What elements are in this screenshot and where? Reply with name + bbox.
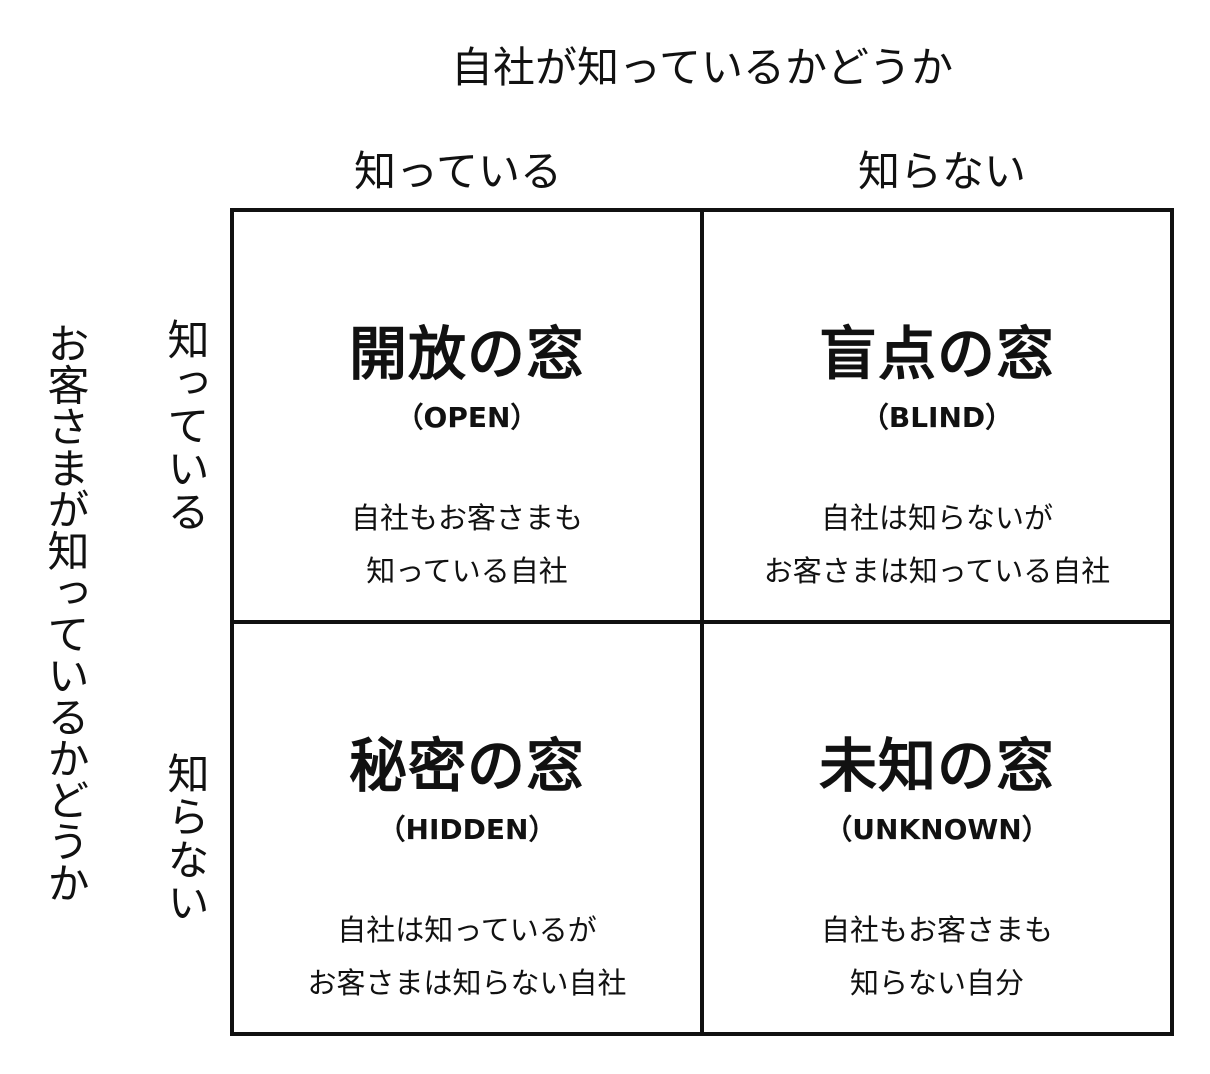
- quadrant-hidden: 秘密の窓 （HIDDEN） 自社は知っているが お客さまは知らない自社: [234, 622, 702, 1032]
- description-line: 知らない自分: [849, 966, 1024, 1000]
- column-header-knows: 知っている: [354, 147, 562, 196]
- quadrant-blind: 盲点の窓 （BLIND） 自社は知らないが お客さまは知っている自社: [702, 212, 1170, 622]
- quadrant-title: 開放の窓: [348, 320, 585, 388]
- quadrant-title: 盲点の窓: [818, 320, 1055, 388]
- quadrant-subtitle: （UNKNOWN）: [824, 813, 1050, 846]
- quadrant-title: 未知の窓: [818, 732, 1055, 800]
- quadrant-description: 自社もお客さまも 知っている自社: [234, 492, 700, 598]
- quadrant-description: 自社もお客さまも 知らない自分: [704, 904, 1170, 1010]
- description-line: 知っている自社: [366, 554, 568, 588]
- description-line: お客さまは知らない自社: [307, 966, 627, 1000]
- quadrant-description: 自社は知っているが お客さまは知らない自社: [234, 904, 700, 1010]
- description-line: 自社は知らないが: [820, 501, 1053, 535]
- description-line: 自社は知っているが: [337, 913, 597, 947]
- top-axis-title: 自社が知っているかどうか: [451, 43, 953, 92]
- quadrant-subtitle: （BLIND）: [860, 401, 1014, 434]
- quadrant-description: 自社は知らないが お客さまは知っている自社: [704, 492, 1170, 598]
- johari-window-grid: 開放の窓 （OPEN） 自社もお客さまも 知っている自社 盲点の窓 （BLIND…: [230, 208, 1174, 1036]
- description-line: お客さまは知っている自社: [763, 554, 1111, 588]
- column-header-does-not-know: 知らない: [857, 147, 1026, 196]
- quadrant-open: 開放の窓 （OPEN） 自社もお客さまも 知っている自社: [234, 212, 702, 622]
- description-line: 自社もお客さまも: [350, 501, 583, 535]
- quadrant-subtitle: （HIDDEN）: [377, 813, 557, 846]
- quadrant-subtitle: （OPEN）: [395, 401, 539, 434]
- row-header-does-not-know: 知らない: [161, 752, 210, 924]
- row-header-knows: 知っている: [161, 318, 210, 533]
- left-axis-title: お客さまが知っているかどうか: [41, 322, 90, 903]
- description-line: 自社もお客さまも: [820, 913, 1053, 947]
- quadrant-title: 秘密の窓: [348, 732, 585, 800]
- quadrant-unknown: 未知の窓 （UNKNOWN） 自社もお客さまも 知らない自分: [702, 622, 1170, 1032]
